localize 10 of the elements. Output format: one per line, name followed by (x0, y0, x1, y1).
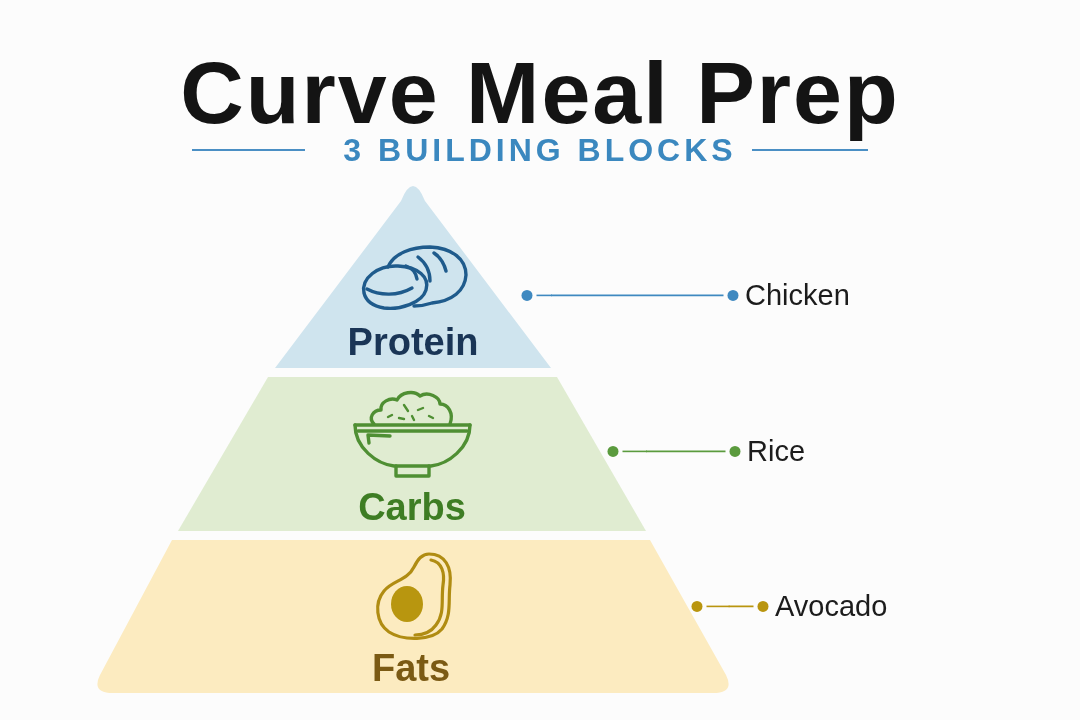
pyramid-tier (97, 540, 729, 693)
tier-label: Carbs (358, 488, 466, 526)
pyramid-tier (275, 186, 551, 368)
tier-label: Protein (347, 323, 479, 361)
leader-label: Avocado (775, 589, 888, 624)
tier-label: Fats (371, 649, 451, 687)
subtitle: 3 BUILDING BLOCKS (343, 134, 737, 166)
leader-label: Rice (747, 434, 805, 469)
pyramid-tier (178, 377, 646, 531)
leader-label: Chicken (745, 278, 850, 313)
